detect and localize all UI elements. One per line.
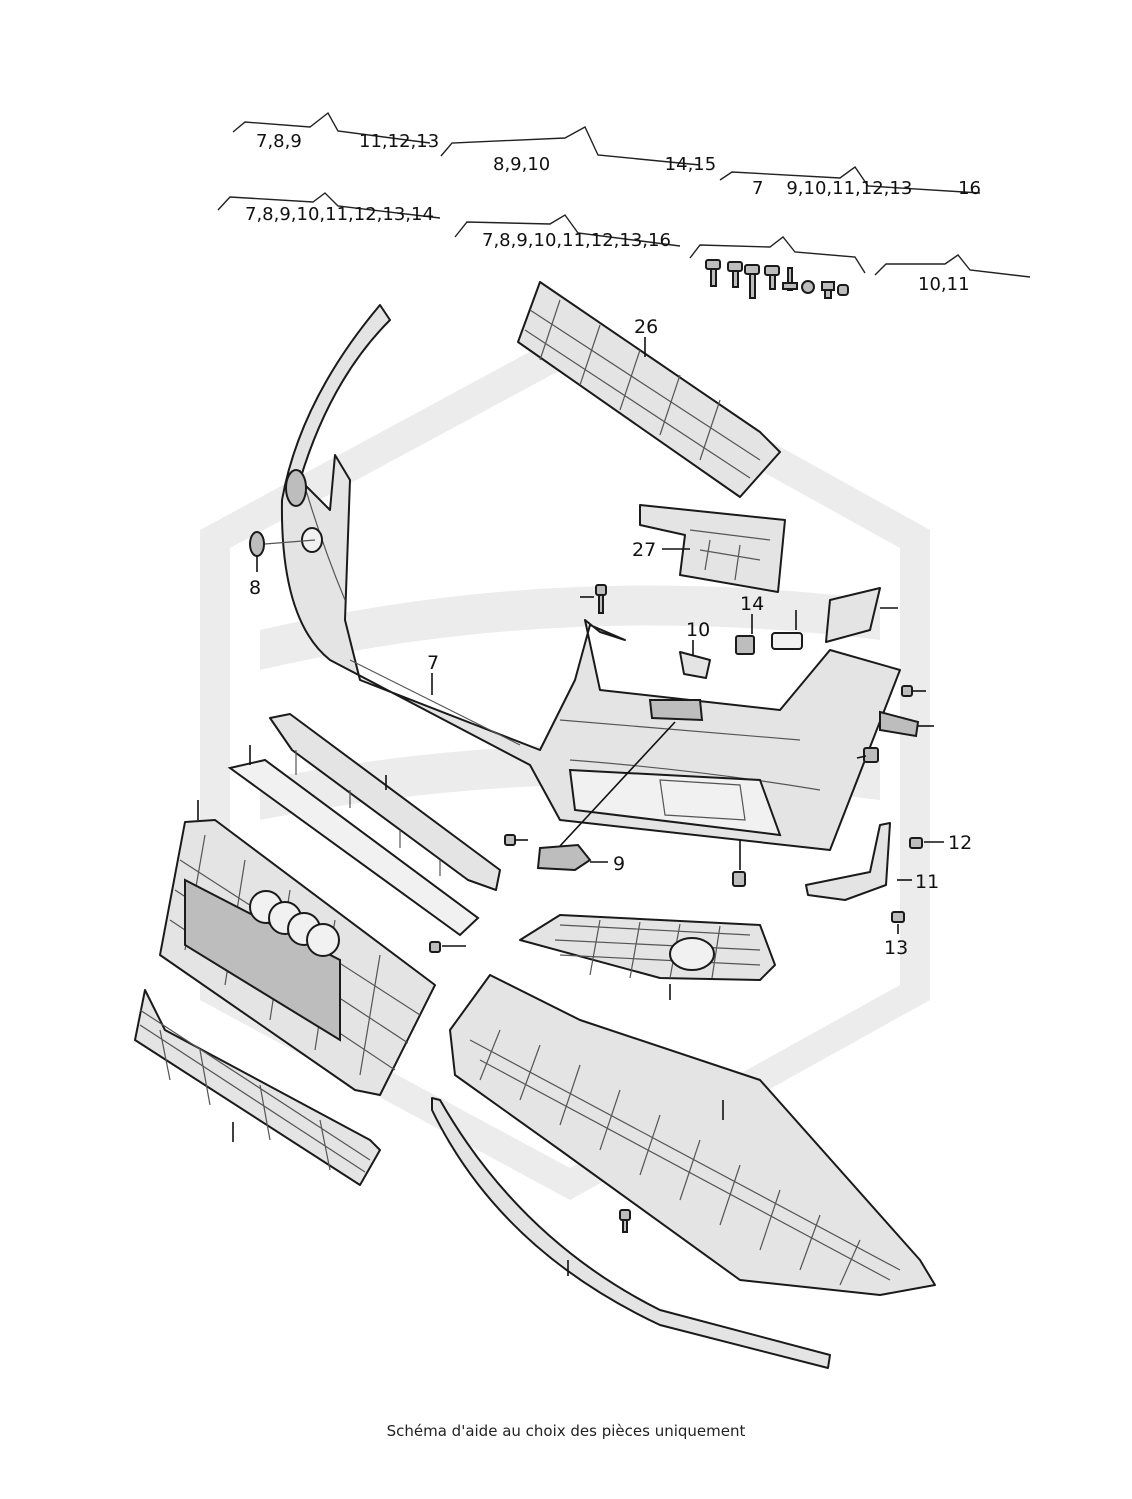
svg-text:7,8,9,10,11,12,13,16: 7,8,9,10,11,12,13,16: [482, 230, 671, 251]
part-26-carrier: 26: [517, 281, 781, 498]
svg-text:9: 9: [613, 853, 625, 875]
lower-grille: [134, 989, 381, 1186]
part-27-bracket: 27: [632, 504, 786, 593]
part-9-tow-cover: 9: [536, 721, 746, 887]
group-label-6: 10,11: [689, 236, 1031, 295]
svg-text:26: 26: [634, 316, 658, 338]
spoiler-lip: [431, 1097, 831, 1369]
part-14-clip: 14: [735, 587, 898, 655]
underbody-shield: [449, 974, 936, 1296]
svg-text:8: 8: [249, 577, 261, 599]
group-label-5: 7,8,9,10,11,12,13,16: [454, 214, 681, 251]
group-label-3: 7 9,10,11,12,13 16: [719, 166, 981, 199]
fastener-set: [705, 259, 849, 299]
diagram-caption: Schéma d'aide au choix des pièces unique…: [386, 1422, 746, 1440]
group-label-4: 7,8,9,10,11,12,13,14: [217, 192, 441, 225]
side-small-parts: 11 12 13: [805, 685, 972, 959]
svg-text:11: 11: [915, 871, 939, 893]
svg-text:10,11: 10,11: [918, 274, 970, 295]
main-grille: [159, 800, 466, 1096]
svg-text:7: 7: [427, 652, 439, 674]
group-label-2: 8,9,10 14,15: [440, 126, 716, 175]
svg-text:8,9,10 14,1: 8,9,10 14,15: [493, 154, 716, 175]
svg-text:14: 14: [740, 593, 764, 615]
trim-strips: [227, 713, 528, 937]
svg-text:7 9,10,11,12,13 16: 7 9,10,11,12,13 16: [752, 178, 981, 199]
part-10-bracket: 10: [580, 584, 711, 679]
group-label-1: 7,8,9 11,12,13: [232, 111, 439, 152]
svg-text:13: 13: [884, 937, 908, 959]
svg-text:10: 10: [686, 619, 710, 641]
svg-text:12: 12: [948, 832, 972, 854]
honeycomb-grille: [519, 914, 776, 1000]
svg-text:7,8,9 11,12,13: 7,8,9 11,12,13: [256, 131, 439, 152]
svg-text:27: 27: [632, 539, 656, 561]
svg-text:7,8,9,10,11,12,13,14: 7,8,9,10,11,12,13,14: [245, 204, 434, 225]
part-8-cap: 8: [249, 531, 316, 599]
part-7-bumper-cover: 7: [280, 304, 901, 851]
